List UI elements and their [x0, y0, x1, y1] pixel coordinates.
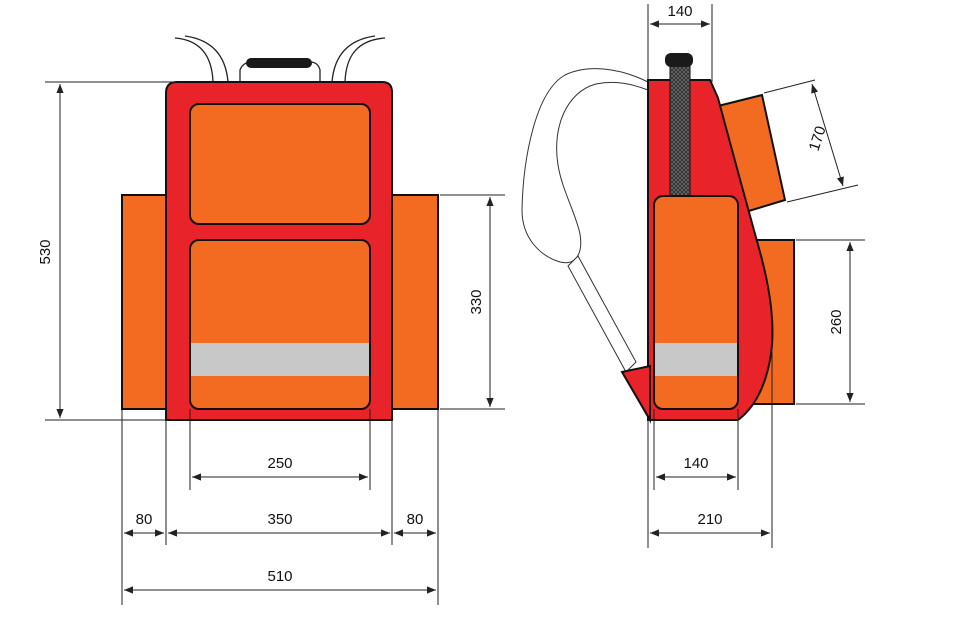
tube-cap [665, 53, 693, 67]
lower-front-pocket [189, 239, 371, 410]
dim-total-depth: 210 [697, 511, 722, 528]
side-pocket-left [121, 194, 171, 410]
strap-left [174, 37, 214, 83]
dim-side-pocket-left-width: 80 [136, 511, 153, 528]
dim-height-total: 530 [37, 239, 54, 264]
side-dimensions: 140 170 260 140 210 [647, 3, 865, 548]
dim-front-pocket-width: 250 [267, 455, 292, 472]
dim-total-width: 510 [267, 568, 292, 585]
dim-front-pocket-depth: 140 [683, 455, 708, 472]
mesh-tube [669, 61, 691, 199]
front-view [121, 35, 439, 421]
upper-front-pocket [189, 103, 371, 225]
shoulder-strap-side [521, 68, 649, 264]
side-view [521, 53, 795, 424]
dim-line-upper-pocket [811, 83, 844, 187]
reflective-strip [191, 343, 369, 376]
handle-grip [246, 58, 312, 68]
strap-right-inner [331, 35, 376, 83]
dim-tube-width: 140 [667, 3, 692, 20]
front-dimensions: 530 330 250 80 350 80 510 [37, 81, 505, 605]
strap-left-inner [184, 35, 229, 83]
strap-right [344, 37, 386, 83]
strap-anchor [620, 364, 651, 424]
side-front-pocket [653, 195, 739, 410]
dim-side-pocket-height: 330 [468, 289, 485, 314]
dim-body-width: 350 [267, 511, 292, 528]
dim-lower-pocket-height: 260 [828, 309, 845, 334]
strap-lower-bar [567, 255, 637, 373]
side-reflective-strip [655, 343, 737, 376]
side-pocket-right [387, 194, 439, 410]
dim-upper-pocket-size: 170 [806, 124, 830, 153]
dim-side-pocket-right-width: 80 [407, 511, 424, 528]
